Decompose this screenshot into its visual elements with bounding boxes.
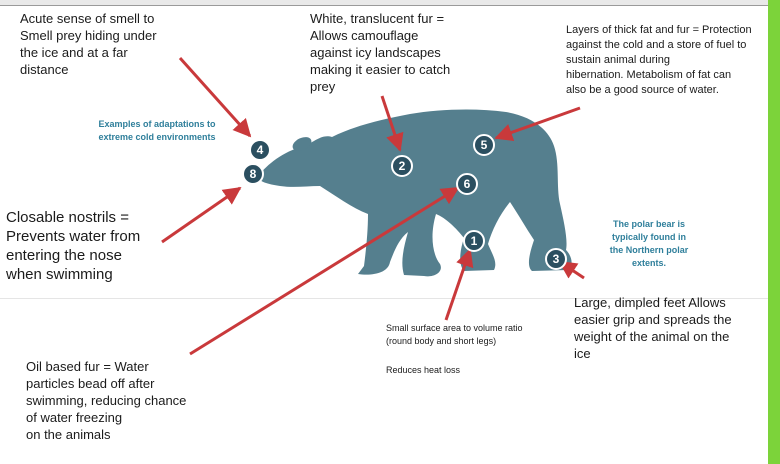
marker-1: 1 (464, 231, 484, 251)
annotation-heat-loss: Reduces heat loss (386, 364, 526, 377)
svg-text:5: 5 (481, 138, 488, 152)
arrow-surface (446, 250, 470, 320)
annotation-nostrils: Closable nostrils = Prevents water from … (6, 208, 176, 284)
svg-text:8: 8 (250, 167, 257, 181)
annotation-oil-fur: Oil based fur = Water particles bead off… (26, 358, 226, 443)
marker-2: 2 (392, 156, 412, 176)
examples-caption: Examples of adaptations to extreme cold … (82, 118, 232, 144)
annotation-fat: Layers of thick fat and fur = Protection… (566, 23, 766, 98)
bear-silhouette (258, 110, 572, 277)
svg-text:1: 1 (471, 234, 478, 248)
annotation-feet: Large, dimpled feet Allows easier grip a… (574, 294, 774, 362)
svg-text:6: 6 (464, 177, 471, 191)
svg-text:3: 3 (553, 252, 560, 266)
marker-6: 6 (457, 174, 477, 194)
svg-text:2: 2 (399, 159, 406, 173)
annotation-fur: White, translucent fur = Allows camoufla… (310, 10, 510, 95)
marker-4: 4 (250, 140, 270, 160)
marker-5: 5 (474, 135, 494, 155)
marker-3: 3 (546, 249, 566, 269)
annotation-smell: Acute sense of smell to Smell prey hidin… (20, 10, 210, 78)
marker-8: 8 (243, 164, 263, 184)
polar-region-caption: The polar bear is typically found in the… (594, 218, 704, 270)
annotation-surface-area: Small surface area to volume ratio (roun… (386, 322, 566, 348)
svg-text:4: 4 (257, 143, 264, 157)
